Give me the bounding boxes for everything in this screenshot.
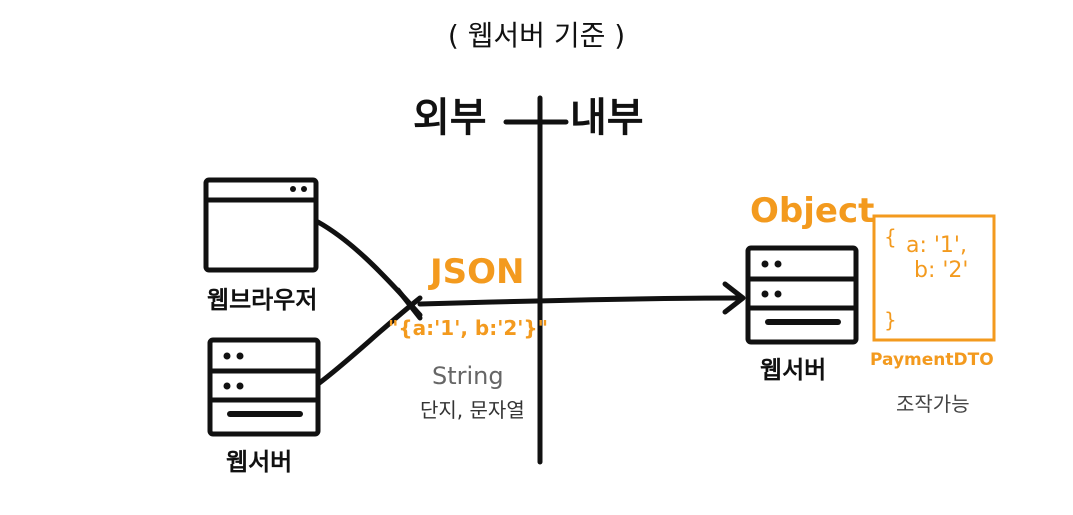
outside-label: 외부 (413, 95, 487, 141)
request-arrowhead (722, 281, 746, 315)
string-type-description: 단지, 문자열 (420, 398, 525, 422)
client-server-icon (207, 337, 321, 437)
inside-label: 내부 (570, 95, 644, 141)
cross-mark (395, 287, 423, 321)
string-type-label: String (432, 362, 504, 390)
dto-field-b: b: '2' (914, 258, 969, 283)
json-label: JSON (430, 252, 525, 292)
server-icon (745, 245, 859, 345)
browser-window-icon (203, 177, 319, 273)
server-link (315, 295, 423, 387)
object-label: Object (750, 191, 875, 231)
request-arrow (417, 295, 743, 307)
diagram-title: ( 웹서버 기준 ) (447, 19, 626, 52)
dto-open-brace: { (884, 225, 897, 249)
boundary-line (537, 95, 543, 465)
web-server-label: 웹서버 (760, 356, 827, 384)
client-server-label: 웹서버 (226, 448, 293, 476)
json-payload: "{a:'1', b:'2'}" (388, 316, 549, 340)
dto-name-label: PaymentDTO (870, 350, 994, 370)
dto-box (872, 214, 996, 342)
dto-description: 조작가능 (896, 392, 970, 416)
dto-close-brace: } (884, 308, 897, 332)
web-browser-label: 웹브라우저 (207, 286, 318, 314)
dto-field-a: a: '1', (906, 233, 967, 258)
